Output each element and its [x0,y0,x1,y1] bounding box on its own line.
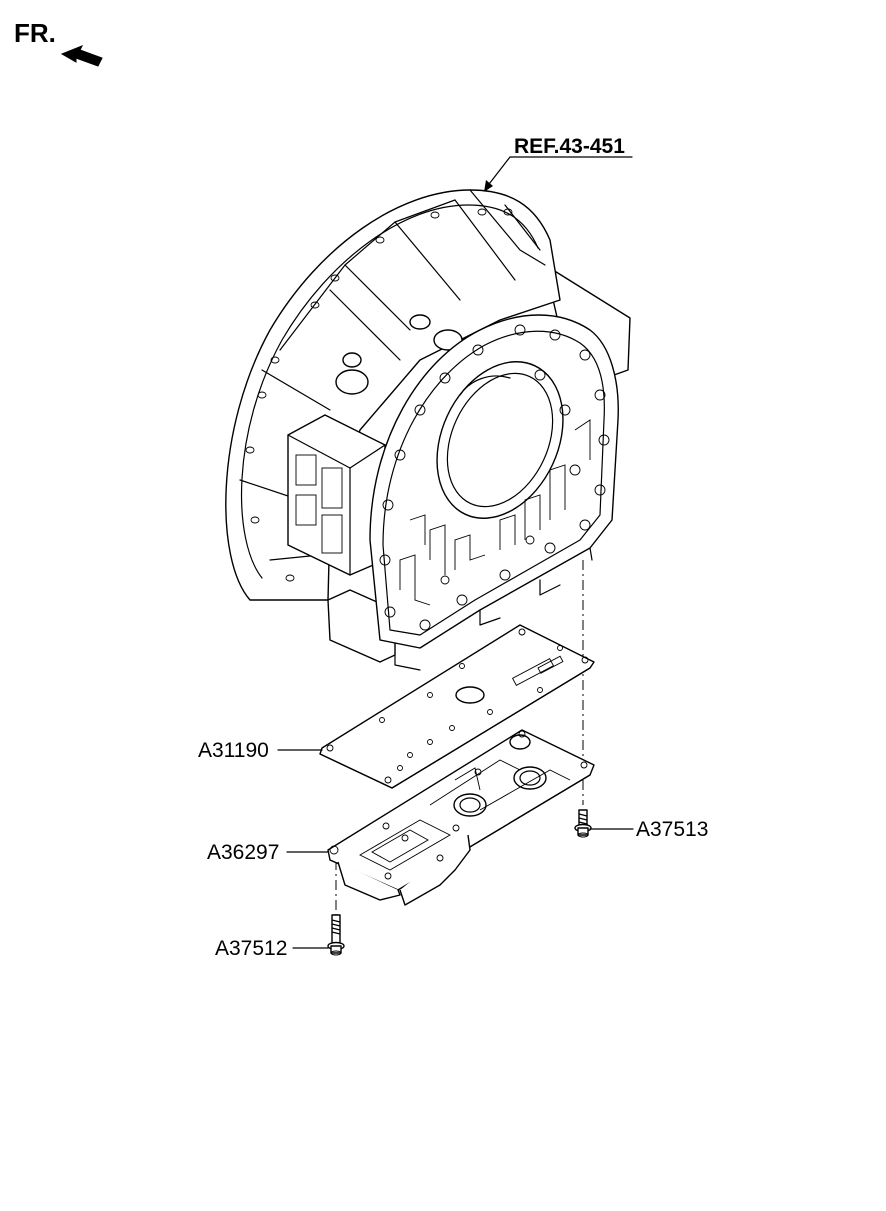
valve-body-plate [319,624,595,789]
front-arrow-icon [60,45,103,67]
plate-holes [326,628,589,784]
bolt-short [574,809,592,838]
transmission-case [225,189,631,671]
reference-leader [484,156,633,192]
valve-body-holes [329,730,588,880]
orientation-label: FR. [14,18,56,48]
callout-valve-body-plate: A31190 [198,739,269,762]
flange-bolt-holes [245,208,513,582]
callout-valve-body: A36297 [207,841,280,864]
reference-label: REF.43-451 [514,135,625,158]
valve-body [327,729,595,906]
bolt-long [327,914,345,956]
callout-bolt-long: A37512 [215,937,288,960]
face-bolt-holes [379,324,610,631]
callout-bolt-short: A37513 [636,818,709,841]
